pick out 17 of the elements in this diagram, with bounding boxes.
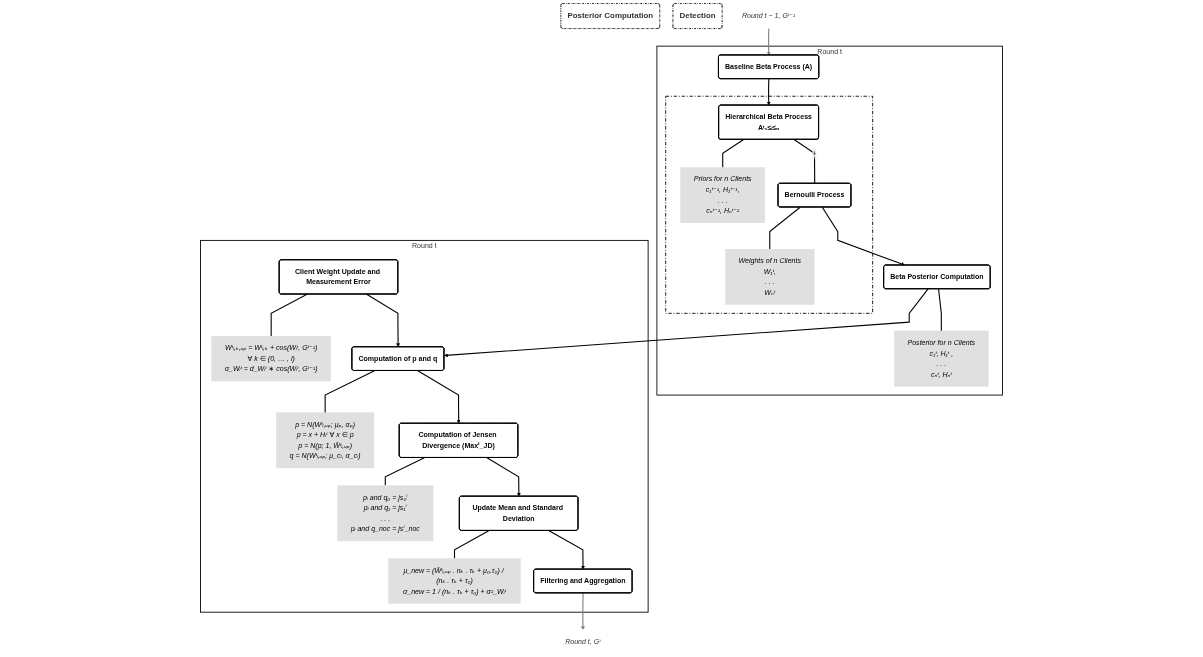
arrow — [486, 457, 521, 497]
arrow — [444, 288, 929, 358]
arrow — [366, 293, 401, 348]
arrow — [766, 78, 771, 106]
arrow — [821, 206, 906, 266]
arrow — [581, 592, 585, 631]
arrow — [766, 27, 771, 56]
arrow — [417, 370, 461, 424]
connector — [453, 530, 490, 560]
connector — [324, 370, 375, 414]
arrow — [548, 530, 585, 570]
connector — [769, 206, 801, 250]
connector — [938, 288, 942, 332]
connector — [722, 139, 745, 168]
cluster — [665, 95, 874, 314]
connector — [384, 457, 425, 487]
connector — [270, 293, 308, 337]
